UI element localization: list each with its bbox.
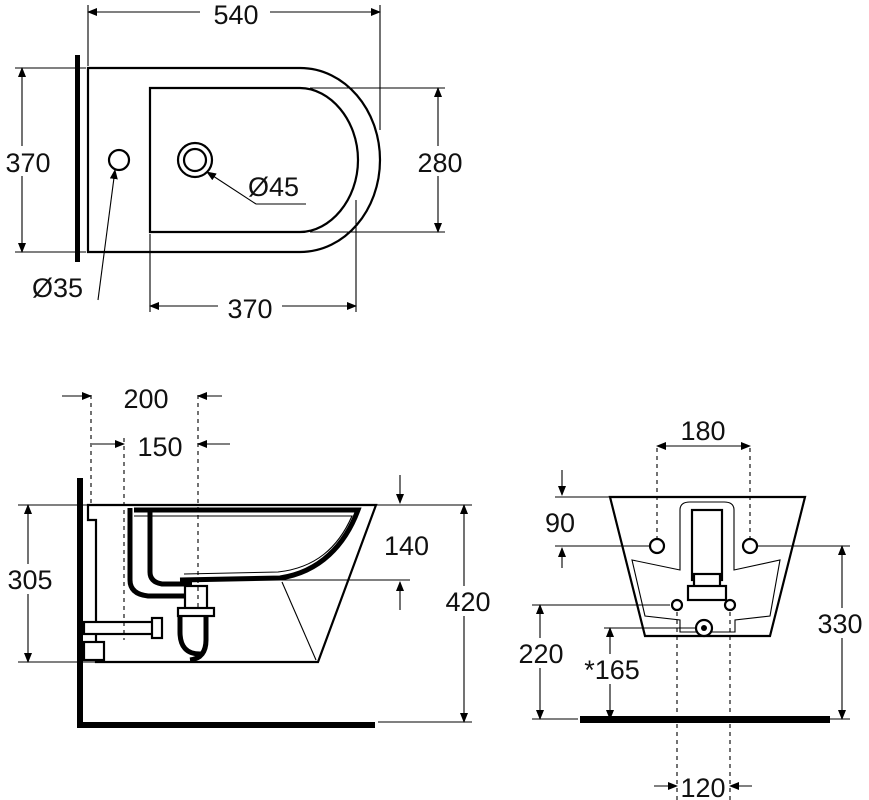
rear-recess — [631, 501, 781, 633]
back-view: 180 90 330 220 *165 120 — [512, 416, 869, 800]
floor-back-view — [580, 716, 830, 723]
dim-420: 420 — [445, 587, 490, 617]
dim-bowl-width-280: 280 — [417, 148, 462, 178]
label-tap-hole: Ø45 — [248, 172, 299, 202]
dim-depth-370: 370 — [5, 148, 50, 178]
bolt-hole-left — [648, 537, 666, 555]
bowl-outline-top — [148, 86, 360, 234]
dim-width-540: 540 — [213, 0, 258, 30]
side-view: 200 150 305 140 420 — [0, 384, 498, 728]
dim-220: 220 — [518, 639, 563, 669]
label-fixing-hole: Ø35 — [32, 273, 83, 303]
wall-top-view — [75, 55, 80, 262]
dim-200: 200 — [123, 384, 168, 414]
waste-trap — [127, 508, 192, 599]
dim-90: 90 — [545, 508, 575, 538]
bolt-hole-right — [741, 537, 759, 555]
dim-305: 305 — [7, 565, 52, 595]
dim-150: 150 — [137, 432, 182, 462]
supply-hole-left — [670, 598, 684, 612]
dim-140: 140 — [384, 531, 429, 561]
waste-outlet — [183, 584, 209, 612]
foot-side — [281, 581, 317, 661]
dim-165: *165 — [584, 655, 640, 685]
tap-hole-inner — [182, 147, 208, 173]
top-view: 540 370 280 370 Ø45 Ø35 — [0, 0, 470, 324]
connector-pipe — [82, 620, 156, 636]
wall-side-view — [77, 478, 83, 728]
bowl-curve-side — [134, 507, 362, 583]
dim-180: 180 — [680, 416, 725, 446]
bowl-inner-side — [134, 515, 353, 575]
dim-120: 120 — [680, 773, 725, 800]
supply-hole-right — [723, 598, 737, 612]
floor-side-view — [77, 722, 375, 728]
fixing-hole — [107, 148, 131, 172]
dim-330: 330 — [817, 609, 862, 639]
dim-bowl-length-370: 370 — [227, 294, 272, 324]
